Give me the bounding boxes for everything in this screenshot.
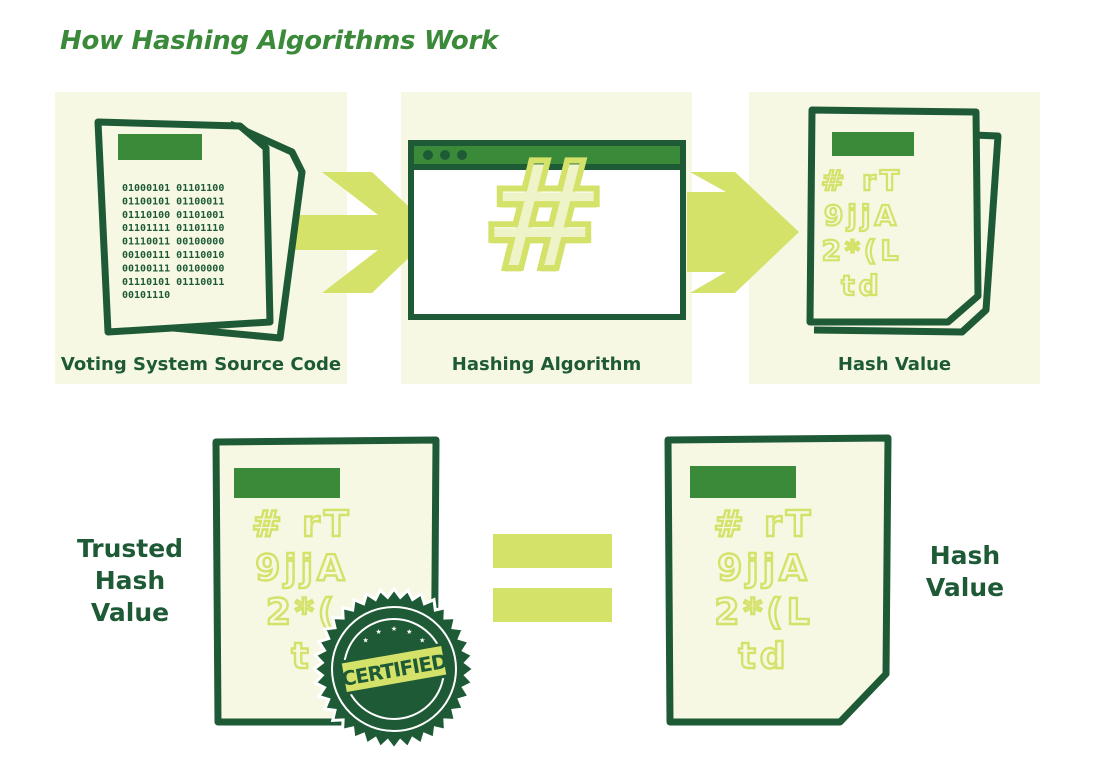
hash-glyph-line: 9jjA <box>255 548 349 589</box>
certified-seal-icon: ★★★★★ CERTIFIED <box>311 586 477 752</box>
binary-code-line: 01000101 01101100 <box>122 183 224 194</box>
hash-glyph-line: 2*(L <box>714 592 813 633</box>
seal-star-icon: ★ <box>419 637 425 645</box>
hash-glyph-line: td <box>841 269 882 302</box>
flow-arrows <box>294 172 799 293</box>
document-stack-icon: 01000101 01101100 01100101 01100011 011101… <box>94 118 306 342</box>
document-header-bar <box>118 134 202 160</box>
hashing-algorithm-label: Hashing Algorithm <box>451 354 642 375</box>
equals-sign-bottom-bar <box>493 588 612 622</box>
document-header-bar <box>690 466 796 498</box>
page-title: How Hashing Algorithms Work <box>60 26 499 56</box>
binary-code-line: 01110100 01101001 <box>122 210 224 221</box>
browser-window-icon: # # <box>408 127 686 320</box>
hash-symbol-icon: # <box>481 130 607 304</box>
hash-glyph-line: 9jjA <box>717 548 811 589</box>
window-dot-icon <box>440 150 450 160</box>
window-dot-icon <box>457 150 467 160</box>
svg-text:#: # <box>481 134 607 308</box>
binary-code-line: 01110011 00100000 <box>122 237 224 248</box>
binary-code-line: 00100111 01110010 <box>122 250 224 261</box>
hash-glyph-line: 9jjA <box>824 199 900 232</box>
trusted-hash-value-label: Trusted Hash Value <box>76 534 184 627</box>
hash-glyph-line: # rT <box>713 504 814 545</box>
arrow-right-icon <box>294 172 436 293</box>
hash-glyph-line: t <box>291 636 312 677</box>
seal-star-icon: ★ <box>406 628 412 636</box>
seal-star-icon: ★ <box>391 625 397 633</box>
source-code-label: Voting System Source Code <box>60 354 342 375</box>
binary-code-line: 00101110 <box>122 290 170 301</box>
binary-code-line: 01110101 01110011 <box>122 277 224 288</box>
hash-glyph-line: td <box>739 636 790 677</box>
hash-value-compare-label: Hash Value <box>925 541 1005 602</box>
document-header-bar <box>234 468 340 498</box>
binary-code-line: 00100111 00100000 <box>122 263 224 274</box>
window-dot-icon <box>423 150 433 160</box>
hash-glyph-line: 2*(L <box>822 234 903 267</box>
equals-sign-top-bar <box>493 534 612 568</box>
document-header-bar <box>832 132 914 156</box>
binary-code-line: 01101111 01101110 <box>122 223 224 234</box>
hash-glyph-line: # rT <box>821 164 903 197</box>
seal-star-icon: ★ <box>376 628 382 636</box>
binary-code-line: 01100101 01100011 <box>122 196 224 207</box>
hash-value-label: Hash Value <box>837 354 952 375</box>
seal-star-icon: ★ <box>363 637 369 645</box>
hash-glyph-line: 2*( <box>266 592 338 633</box>
hash-glyph-line: # rT <box>251 504 352 545</box>
arrow-right-icon <box>687 172 799 293</box>
